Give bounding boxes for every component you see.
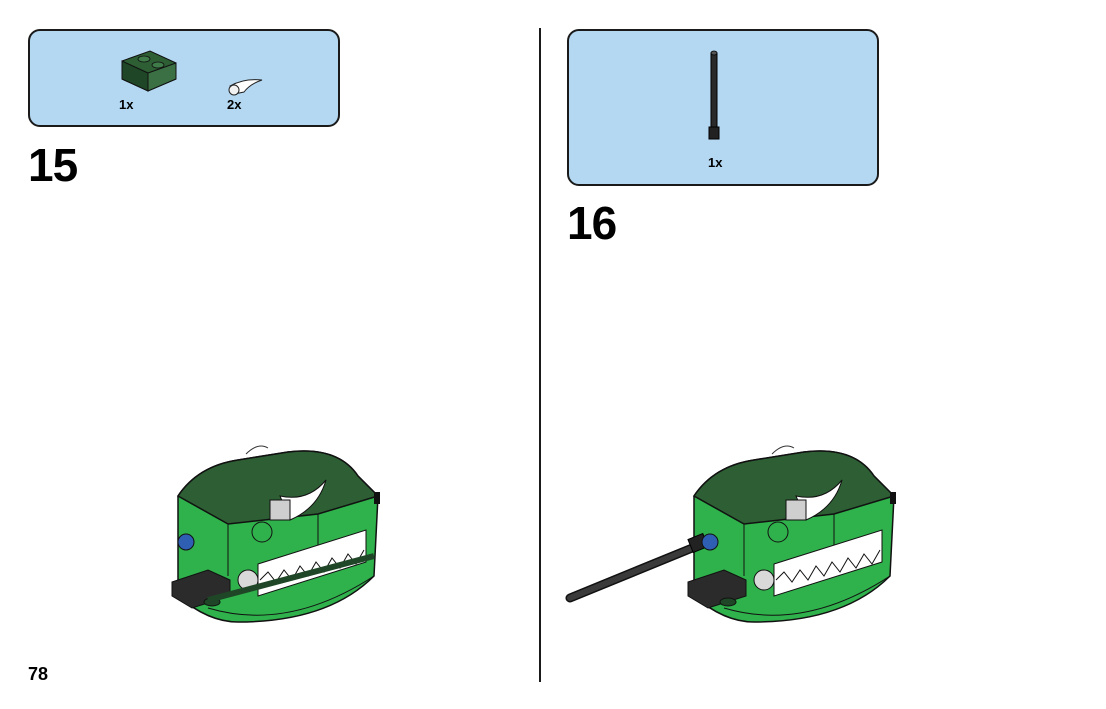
white-tooth-piece-icon [228,79,263,96]
part-quantity-tooth: 2x [227,97,242,112]
step-16-model-illustration [565,445,896,623]
page-number: 78 [28,664,49,684]
parts-list-box-step-15: 1x 2x [28,29,340,127]
black-bar-icon [708,50,720,140]
step-number-16: 16 [567,197,617,249]
step-number-15: 15 [28,139,78,191]
part-quantity-wedge-plate: 1x [119,97,134,112]
parts-list-box-step-16: 1x [567,29,879,186]
dark-green-wedge-plate-icon [121,50,177,92]
page-divider [539,28,541,682]
step-15-model-illustration [171,445,380,623]
part-quantity-bar: 1x [708,155,723,170]
